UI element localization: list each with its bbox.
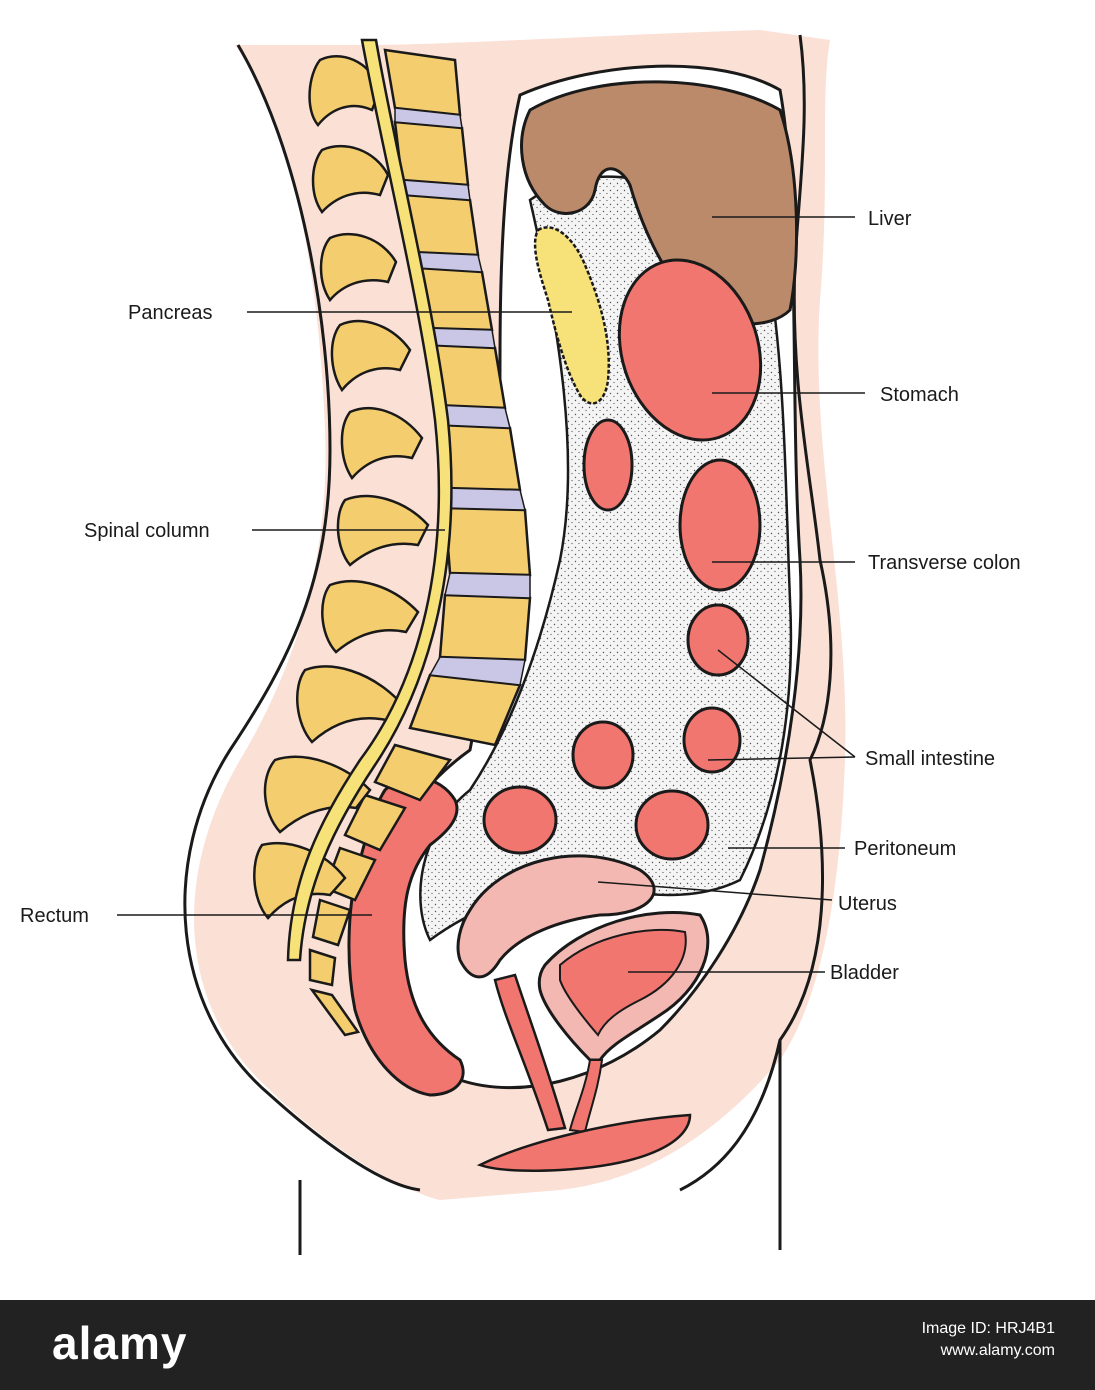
vertebra [383,48,462,117]
perineum [476,1113,692,1173]
disc [428,656,526,686]
vagina [493,973,567,1132]
small-intestine-loop [682,706,742,774]
label-liver: Liver [868,208,912,230]
leader-uterus [597,881,833,901]
watermark-image-id: Image ID: HRJ4B1 [921,1320,1055,1337]
small-intestine-loop [634,789,710,861]
spinous-process [263,755,372,834]
spinous-process [308,55,382,127]
coccyx [308,987,361,1037]
spinal-cord [286,38,453,962]
label-rectum: Rectum [20,905,89,927]
leader-small-intestine-1 [717,649,856,758]
bladder-lumen [559,928,687,1037]
label-bladder: Bladder [830,962,899,984]
watermark-bar [0,1300,1095,1390]
label-stomach: Stomach [880,384,959,406]
label-spinal-column: Spinal column [84,520,210,542]
spinous-process [321,579,420,654]
intervertebral-discs [394,107,531,686]
sacral-segment [343,793,407,852]
spinous-process [330,320,412,393]
sacral-segment [373,743,453,802]
anatomy-diagram: Liver Pancreas Stomach Spinal column Tra… [20,30,1021,1255]
label-peritoneum: Peritoneum [854,838,956,860]
abdomen-outline [778,34,833,1250]
spinous-process [295,665,400,744]
small-intestine-loop [571,720,635,790]
sacral-segment [311,898,352,947]
watermark-site: www.alamy.com [940,1342,1055,1359]
label-uterus: Uterus [838,893,897,915]
spinous-process [319,232,398,303]
small-intestine-loop [482,785,558,855]
vertebra [443,506,532,577]
vertebra [438,593,532,662]
watermark-logo: alamy [52,1317,188,1369]
back-outline [183,44,421,1192]
label-pancreas: Pancreas [128,302,213,324]
disc [444,572,531,599]
small-intestine-loop [686,603,750,677]
pancreas [533,226,610,405]
watermark-info: Image ID: HRJ4B1 www.alamy.com [922,1318,1055,1362]
spinous-process [311,145,390,214]
label-transverse-colon: Transverse colon [868,552,1021,574]
leader-lines [117,216,865,973]
leader-small-intestine-2 [707,756,856,761]
spinous-process [340,407,424,481]
uterus [456,854,656,979]
disc [394,107,463,129]
thigh-outline [298,1039,782,1255]
jejunum-loop [582,418,634,512]
label-small-intestine: Small intestine [865,748,995,770]
stomach [617,258,763,442]
disc [444,487,526,511]
sacral-segment [308,948,337,987]
vertebra [393,120,470,187]
transverse-colon [678,458,762,592]
